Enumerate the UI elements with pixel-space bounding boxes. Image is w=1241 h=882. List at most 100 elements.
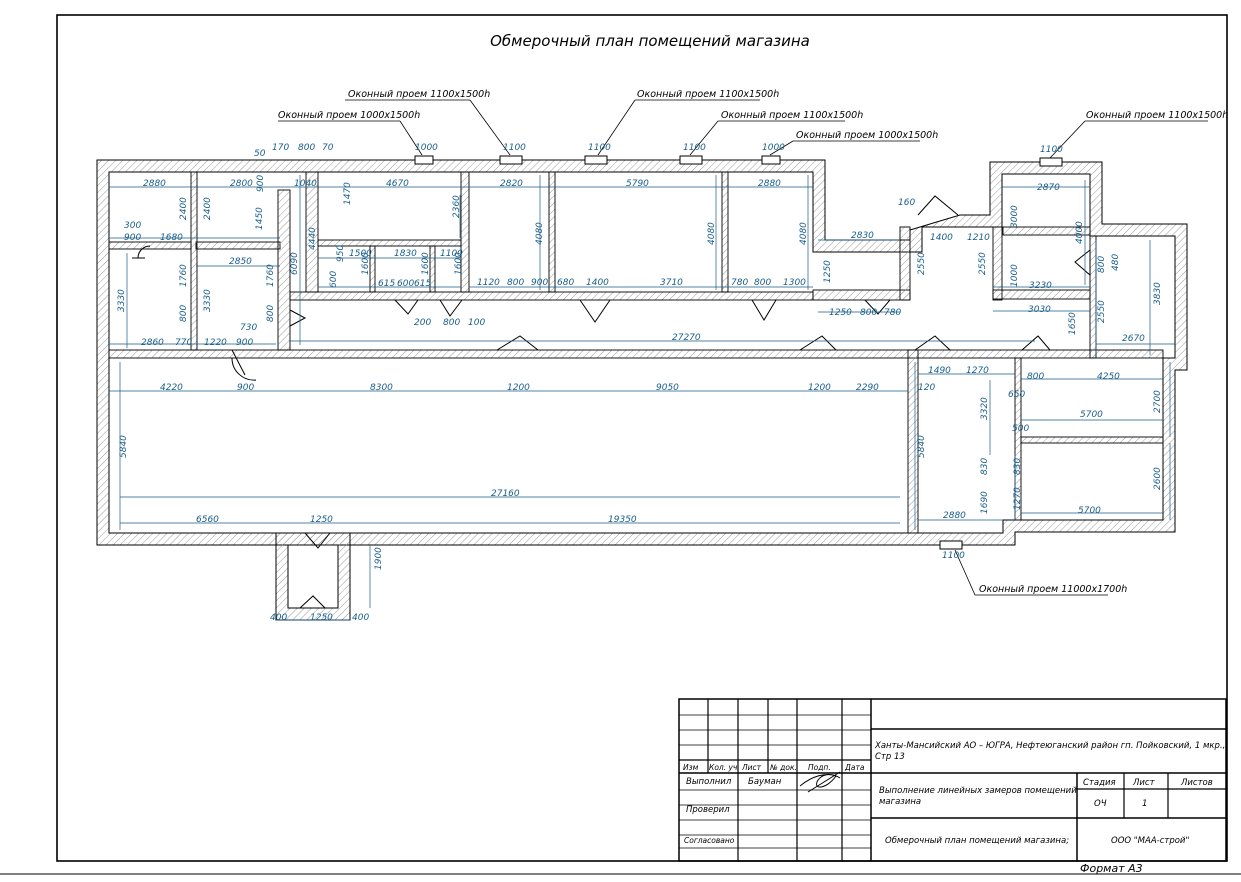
dim-v: 1000 [1010, 264, 1020, 287]
dim-v: 1650 [1068, 312, 1078, 335]
dim-h: 19350 [608, 515, 637, 525]
dim-h: 2860 [141, 338, 164, 348]
interior-walls [108, 171, 1164, 534]
dimension-labels-v: 900 2400 2400 1450 4440 1470 2360 4080 4… [117, 175, 1163, 570]
tb-soglasovano: Согласовано [684, 836, 735, 845]
dim-h: 730 [240, 323, 257, 333]
dim-h: 6560 [196, 515, 219, 525]
dim-v: 1900 [374, 547, 384, 570]
door-10 [439, 299, 463, 317]
door-2 [231, 349, 257, 381]
dim-h: 2830 [851, 231, 874, 241]
dim-h: 9050 [656, 383, 679, 393]
dim-h: 1200 [507, 383, 530, 393]
window-note-6: Оконный проем 1100x1500h [1086, 110, 1228, 121]
dim-v: 4080 [535, 222, 545, 245]
dim-h: 4250 [1097, 372, 1120, 382]
door-1 [132, 245, 151, 259]
tb-sheet-value: 1 [1142, 799, 1147, 809]
window-1 [414, 155, 434, 165]
dim-h: 1100 [503, 143, 526, 153]
dim-h: 2290 [856, 383, 879, 393]
window-note-2: Оконный проем 1000x1500h [278, 110, 420, 121]
window-3 [584, 155, 608, 165]
tb-author: Бауман [748, 777, 782, 787]
tb-col-podp: Подп. [808, 763, 831, 772]
dim-h: 680 [557, 278, 574, 288]
dim-h: 1220 [204, 338, 227, 348]
window-note-1: Оконный проем 1100x1500h [348, 89, 490, 100]
dim-h: 2880 [143, 179, 166, 189]
wall-v-small1 [369, 245, 376, 293]
dim-h: 780 [884, 308, 901, 318]
dim-v: 480 [1111, 254, 1121, 271]
window-4 [679, 155, 703, 165]
tb-col-kol: Кол. уч [709, 763, 738, 772]
dim-v: 1690 [980, 491, 990, 514]
wall-h-east1 [812, 289, 911, 301]
dim-h: 170 [272, 143, 289, 153]
dim-v: 2400 [179, 197, 189, 220]
wall-v-east3 [1089, 235, 1097, 359]
dim-v: 2550 [978, 252, 988, 275]
dim-h: 3030 [1028, 305, 1051, 315]
dim-h: 2880 [758, 179, 781, 189]
dim-h: 5790 [626, 179, 649, 189]
dim-v: 4000 [1075, 221, 1085, 244]
dim-h: 800 [298, 143, 315, 153]
window-notes: Оконный проем 1100x1500h Оконный проем 1… [278, 89, 1228, 595]
tb-col-izm: Изм [683, 763, 699, 772]
dim-v: 2700 [1153, 390, 1163, 413]
dim-h: 27160 [491, 489, 520, 499]
dim-h: 1000 [762, 143, 785, 153]
dim-h: 900 [124, 233, 141, 243]
door-16 [864, 299, 891, 315]
dim-v: 600 [329, 271, 339, 288]
dim-h: 2670 [1122, 334, 1145, 344]
tb-company: ООО "МАА-строй" [1111, 836, 1189, 846]
dim-v: 950 [336, 245, 346, 262]
dimension-labels-h: 170 800 70 1000 1100 1100 1100 1000 1100… [124, 143, 1145, 623]
dim-v: 6090 [290, 252, 300, 275]
dim-h: 780 [731, 278, 748, 288]
window-note-7: Оконный проем 11000x1700h [979, 584, 1127, 595]
dim-v: 3330 [117, 289, 127, 312]
tb-stage-label: Стадия [1083, 778, 1116, 788]
dim-v: 800 [266, 305, 276, 322]
dim-h: 1100 [942, 551, 965, 561]
window-7 [939, 540, 963, 550]
dim-h: 2870 [1037, 183, 1060, 193]
dim-h: 1270 [966, 366, 989, 376]
format-label: Формат А3 [1080, 862, 1143, 875]
dim-v: 830 [980, 458, 990, 475]
door-11 [917, 195, 959, 216]
dim-h: 100 [468, 318, 485, 328]
dim-h: 1400 [586, 278, 609, 288]
wall-v1 [190, 171, 198, 351]
wall-w2 [195, 241, 281, 250]
dim-h: 800 [507, 278, 524, 288]
dim-h: 1200 [808, 383, 831, 393]
dim-h: 1100 [588, 143, 611, 153]
dim-v: 4080 [707, 222, 717, 245]
dim-v: 5840 [119, 435, 129, 458]
wall-v3 [305, 171, 319, 293]
wall-v5 [548, 171, 556, 293]
tb-col-list: Лист [741, 763, 762, 772]
door-15 [299, 595, 326, 609]
wall-v6 [721, 171, 729, 293]
dim-v: 1270 [1013, 487, 1023, 510]
dim-v: 4080 [799, 222, 809, 245]
dim-v: 1600 [454, 252, 464, 275]
dim-v: 3000 [1010, 205, 1020, 228]
dim-h: 400 [270, 613, 287, 623]
dim-h: 3230 [1029, 281, 1052, 291]
dim-h: 50 [254, 149, 266, 159]
wall-v2 [277, 189, 291, 351]
tb-vypolnil: Выполнил [686, 777, 732, 787]
dim-v: 5840 [917, 435, 927, 458]
dim-v: 1470 [343, 182, 353, 205]
dim-h: 160 [898, 198, 915, 208]
